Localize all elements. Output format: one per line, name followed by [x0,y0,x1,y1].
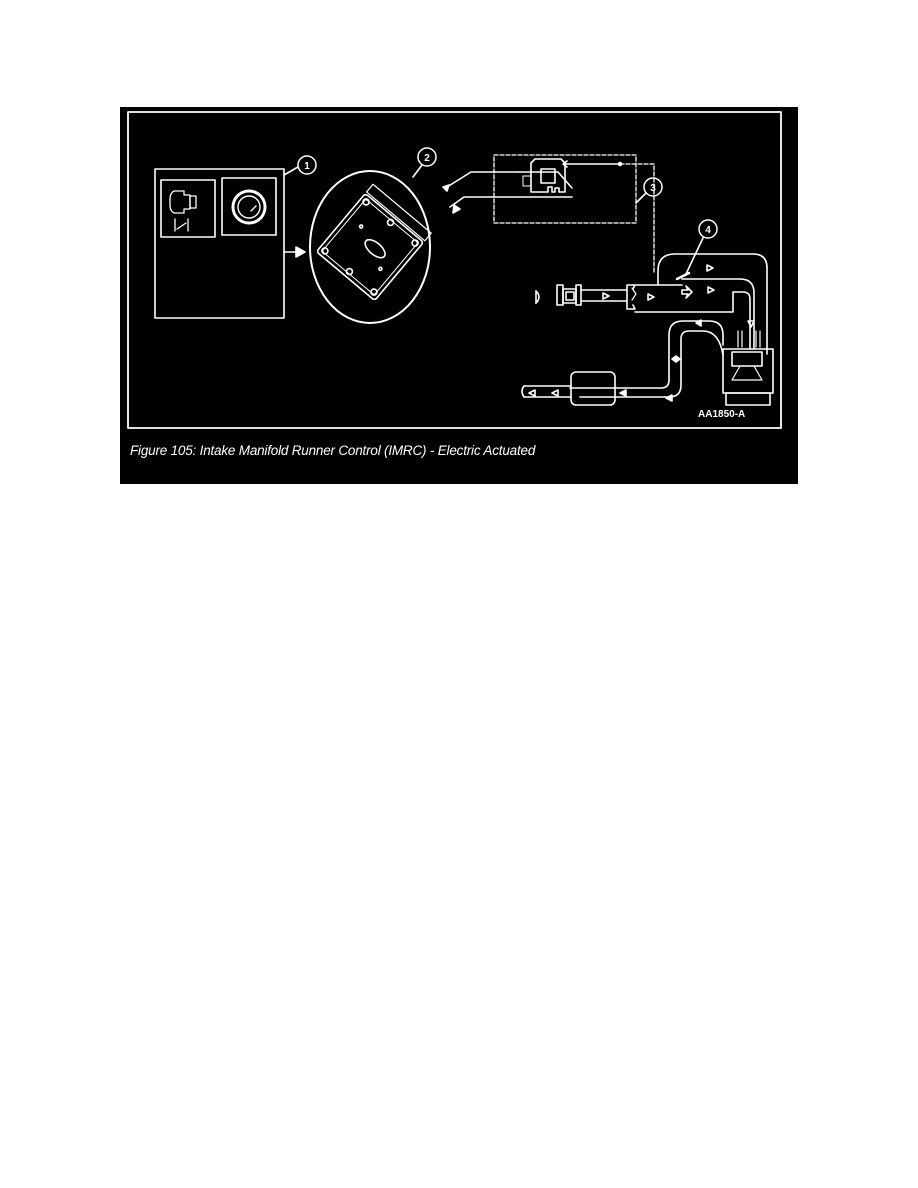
diagram-frame [127,111,782,429]
imrc-actuator: 3 [442,154,663,273]
throttle-position-sensor-icon [169,190,197,232]
callout-1: 1 [304,161,310,172]
figure-caption: Figure 105: Intake Manifold Runner Contr… [130,443,536,458]
callout-4: 4 [705,225,711,236]
pcm-module: 2 [309,147,437,324]
crankshaft-sensor-wheel-icon [231,189,267,225]
intake-runner-assembly: 4 [521,219,774,406]
imrc-diagram: 1 2 [127,111,782,429]
figure-code: AA1850-A [698,409,746,420]
callout-2: 2 [424,153,430,164]
callout-3: 3 [650,183,656,194]
imrc-figure: 1 2 [120,107,798,484]
sensor-panel: 1 [154,155,317,319]
